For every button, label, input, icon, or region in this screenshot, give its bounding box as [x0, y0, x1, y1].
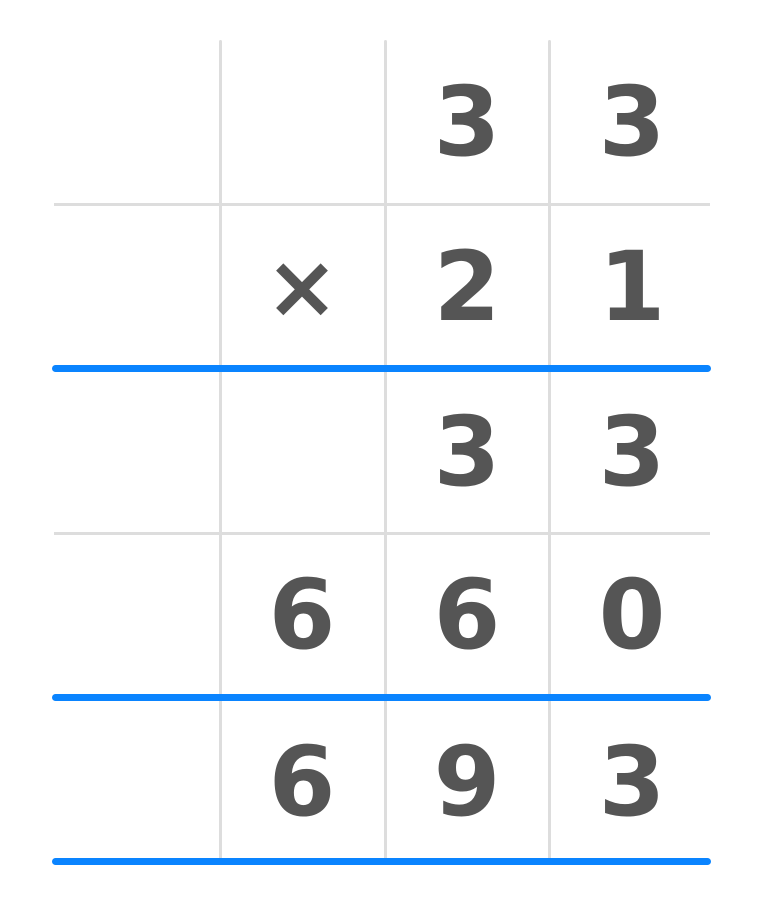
partial-product-digit: 6	[433, 559, 501, 671]
grid-vertical-line	[384, 40, 387, 862]
multiply-sign: ×	[265, 235, 339, 338]
sum-rule	[52, 694, 711, 701]
bottom-rule	[52, 858, 711, 865]
multiplicand-digit: 3	[598, 66, 666, 178]
multiplier-digit: 1	[598, 231, 666, 343]
multiplier-digit: 2	[433, 231, 501, 343]
multiplicand-digit: 3	[433, 66, 501, 178]
product-rule	[52, 365, 711, 372]
partial-product-digit: 6	[268, 559, 336, 671]
partial-product-digit: 3	[433, 396, 501, 508]
grid-vertical-line	[548, 40, 551, 862]
grid-horizontal-line	[54, 203, 710, 206]
partial-product-digit: 3	[598, 396, 666, 508]
result-digit: 3	[598, 726, 666, 838]
grid-horizontal-line	[54, 532, 710, 535]
grid-vertical-line	[219, 40, 222, 862]
partial-product-digit: 0	[598, 559, 666, 671]
result-digit: 6	[268, 726, 336, 838]
result-digit: 9	[433, 726, 501, 838]
